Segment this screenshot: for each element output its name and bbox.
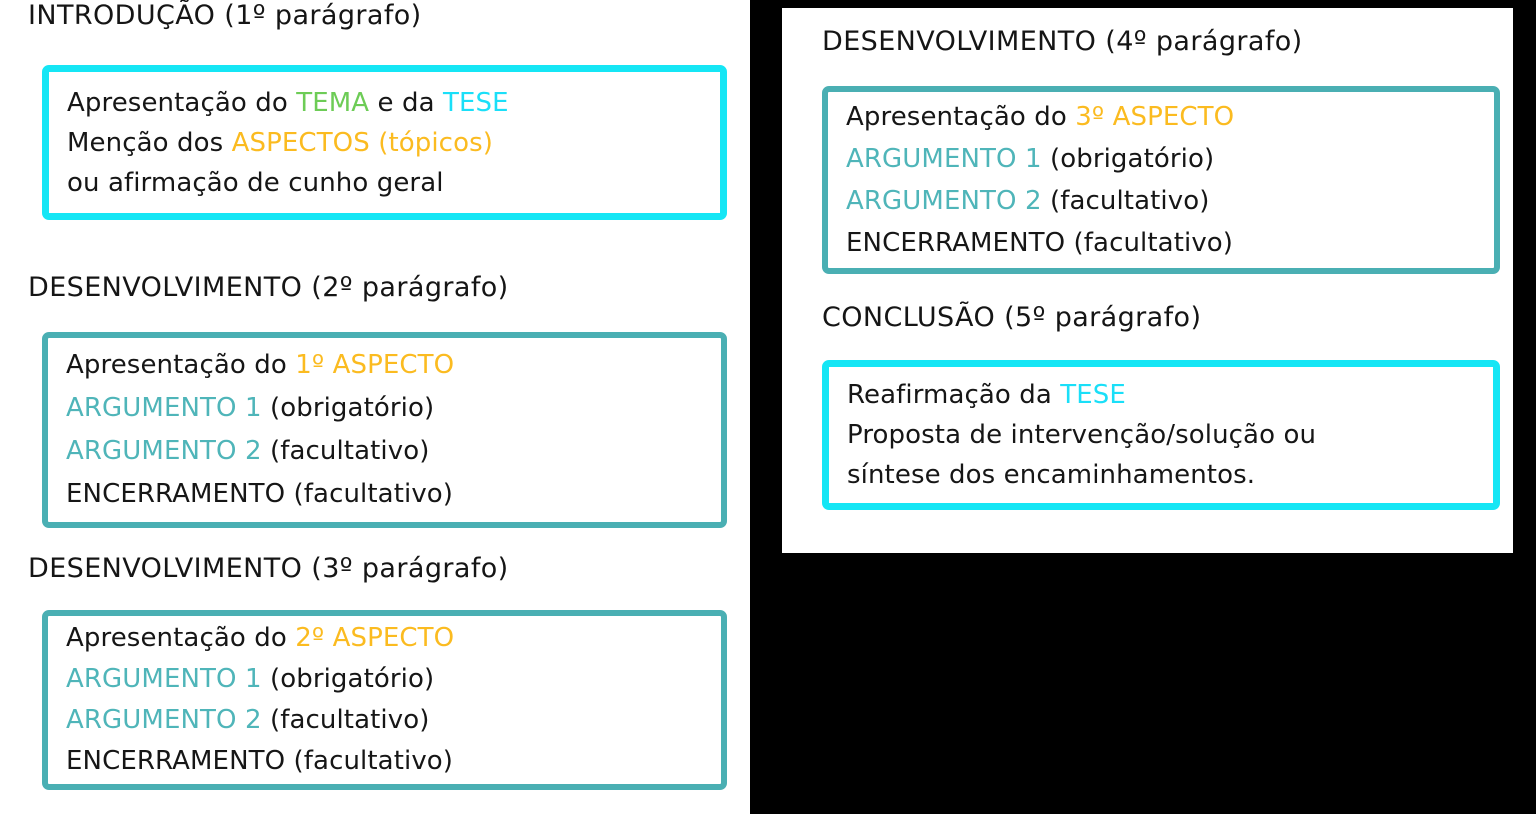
line-text: Menção dos <box>67 127 232 158</box>
line-text: ENCERRAMENTO (facultativo) <box>66 479 454 509</box>
box-line: Apresentação do 1º ASPECTO <box>66 344 721 387</box>
highlight-argumento: ARGUMENTO 2 <box>846 186 1042 216</box>
highlight-aspecto: 2º ASPECTO <box>295 623 455 653</box>
line-text: Apresentação do <box>66 350 296 380</box>
section-introducao: INTRODUÇÃO (1º parágrafo) Apresentação d… <box>0 0 750 814</box>
line-text: (obrigatório) <box>261 393 435 423</box>
line-text: (obrigatório) <box>261 664 435 694</box>
section-title-desenvolvimento-2: DESENVOLVIMENTO (2º parágrafo) <box>28 272 509 303</box>
content-box-conclusao: Reafirmação da TESE Proposta de interven… <box>822 360 1500 510</box>
box-line: ARGUMENTO 1 (obrigatório) <box>66 387 721 430</box>
box-line: ou afirmação de cunho geral <box>67 163 720 203</box>
line-text: (obrigatório) <box>1041 144 1215 174</box>
highlight-argumento: ARGUMENTO 2 <box>66 705 262 735</box>
line-text: (facultativo) <box>261 705 430 735</box>
section-conclusao: CONCLUSÃO (5º parágrafo) Reafirmação da … <box>782 8 1513 553</box>
section-desenvolvimento-3: DESENVOLVIMENTO (3º parágrafo) Apresenta… <box>0 0 750 814</box>
content-box-desenvolvimento-3: Apresentação do 2º ASPECTO ARGUMENTO 1 (… <box>42 610 727 790</box>
box-line: Apresentação do TEMA e da TESE <box>67 83 720 123</box>
line-text: (facultativo) <box>261 436 430 466</box>
highlight-argumento: ARGUMENTO 1 <box>66 393 262 423</box>
right-panel: DESENVOLVIMENTO (4º parágrafo) Apresenta… <box>782 8 1513 553</box>
line-text: Proposta de intervenção/solução ou <box>847 420 1317 450</box>
line-text: e da <box>369 87 443 118</box>
line-text: Apresentação do <box>66 623 296 653</box>
highlight-aspecto: 1º ASPECTO <box>295 350 455 380</box>
content-box-desenvolvimento-2: Apresentação do 1º ASPECTO ARGUMENTO 1 (… <box>42 332 727 528</box>
box-line: Reafirmação da TESE <box>847 375 1493 415</box>
line-text: (facultativo) <box>1041 186 1210 216</box>
highlight-argumento: ARGUMENTO 1 <box>66 664 262 694</box>
highlight-aspecto: 3º ASPECTO <box>1075 102 1235 132</box>
box-line: Apresentação do 3º ASPECTO <box>846 96 1494 138</box>
highlight-tese: TESE <box>1060 380 1126 410</box>
highlight-argumento: ARGUMENTO 2 <box>66 436 262 466</box>
highlight-argumento: ARGUMENTO 1 <box>846 144 1042 174</box>
box-line: ENCERRAMENTO (facultativo) <box>846 222 1494 264</box>
box-line: ARGUMENTO 2 (facultativo) <box>66 700 721 741</box>
box-line: síntese dos encaminhamentos. <box>847 455 1493 495</box>
box-line: Apresentação do 2º ASPECTO <box>66 618 721 659</box>
box-line: ENCERRAMENTO (facultativo) <box>66 473 721 516</box>
highlight-tema: TEMA <box>296 87 370 118</box>
line-text: síntese dos encaminhamentos. <box>847 460 1256 490</box>
box-line: ARGUMENTO 2 (facultativo) <box>66 430 721 473</box>
content-box-desenvolvimento-4: Apresentação do 3º ASPECTO ARGUMENTO 1 (… <box>822 86 1500 274</box>
box-line: ARGUMENTO 1 (obrigatório) <box>846 138 1494 180</box>
line-text: ENCERRAMENTO (facultativo) <box>66 746 454 776</box>
section-title-desenvolvimento-4: DESENVOLVIMENTO (4º parágrafo) <box>822 26 1303 57</box>
box-line: ARGUMENTO 1 (obrigatório) <box>66 659 721 700</box>
content-box-introducao: Apresentação do TEMA e da TESE Menção do… <box>42 65 727 220</box>
section-title-introducao: INTRODUÇÃO (1º parágrafo) <box>28 0 422 31</box>
box-line: ENCERRAMENTO (facultativo) <box>66 741 721 782</box>
line-text: Apresentação do <box>67 87 297 118</box>
section-title-conclusao: CONCLUSÃO (5º parágrafo) <box>822 302 1202 333</box>
line-text: ou afirmação de cunho geral <box>67 167 444 198</box>
section-desenvolvimento-2: DESENVOLVIMENTO (2º parágrafo) Apresenta… <box>0 0 750 814</box>
line-text: Apresentação do <box>846 102 1076 132</box>
box-line: ARGUMENTO 2 (facultativo) <box>846 180 1494 222</box>
highlight-tese: TESE <box>443 87 509 118</box>
box-line: Proposta de intervenção/solução ou <box>847 415 1493 455</box>
box-line: Menção dos ASPECTOS (tópicos) <box>67 123 720 163</box>
line-text: Reafirmação da <box>847 380 1061 410</box>
left-panel: INTRODUÇÃO (1º parágrafo) Apresentação d… <box>0 0 750 814</box>
section-title-desenvolvimento-3: DESENVOLVIMENTO (3º parágrafo) <box>28 553 509 584</box>
line-text: ENCERRAMENTO (facultativo) <box>846 228 1234 258</box>
highlight-aspectos: ASPECTOS (tópicos) <box>231 127 493 158</box>
section-desenvolvimento-4: DESENVOLVIMENTO (4º parágrafo) Apresenta… <box>782 8 1513 553</box>
